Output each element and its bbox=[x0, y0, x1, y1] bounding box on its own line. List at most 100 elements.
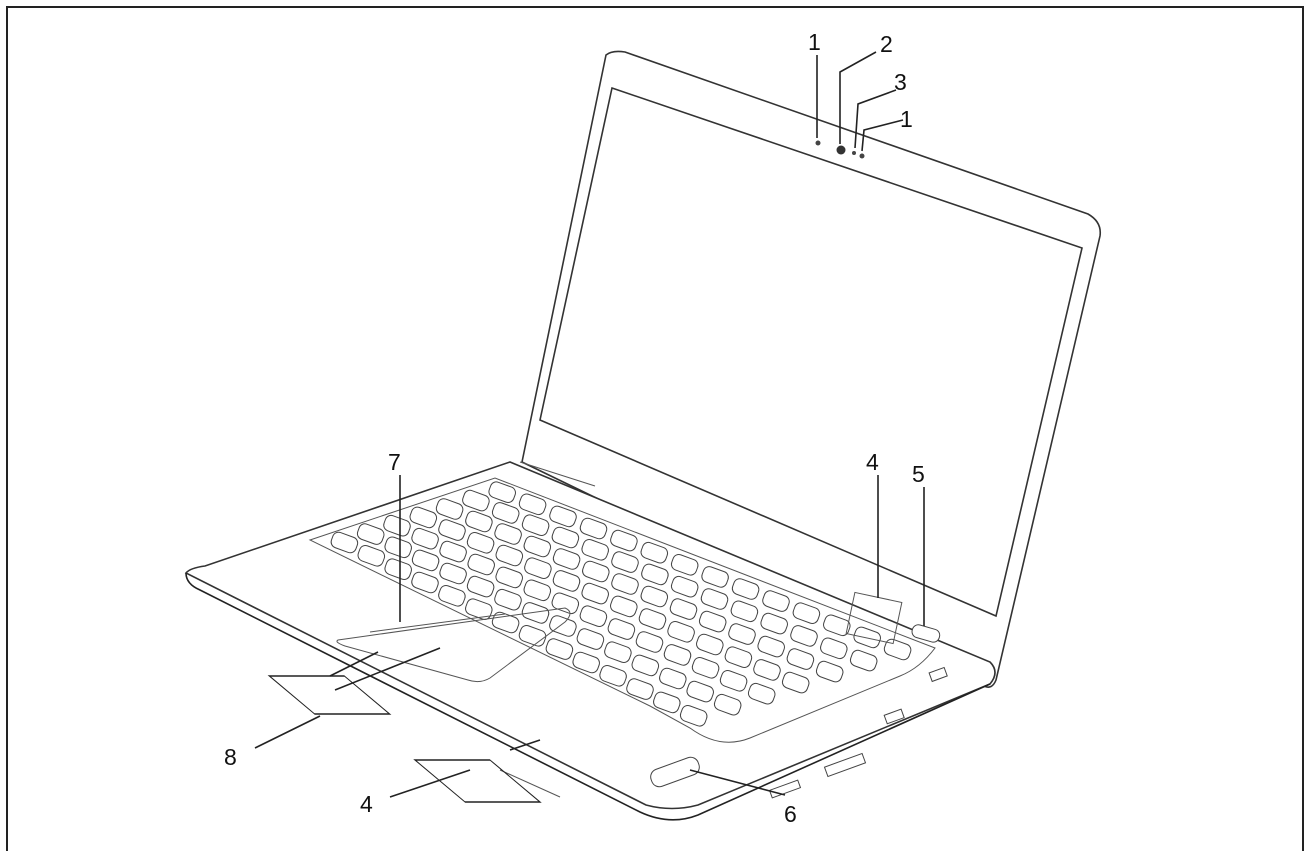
keyboard-key bbox=[698, 610, 727, 633]
keyboard-area bbox=[308, 477, 936, 743]
callout-box-8 bbox=[267, 675, 392, 715]
keyboard-key bbox=[853, 626, 881, 649]
keyboard-key bbox=[686, 680, 714, 703]
keyboard-key bbox=[356, 523, 385, 545]
keyboard-key bbox=[572, 651, 600, 674]
keyboard-key bbox=[611, 551, 639, 573]
keyboard-key bbox=[815, 660, 844, 683]
keyboard-key bbox=[384, 558, 412, 580]
keyboard-key bbox=[670, 554, 699, 576]
front-status-lights bbox=[499, 769, 561, 798]
keyboard-key bbox=[641, 563, 669, 586]
keyboard-key bbox=[604, 641, 632, 663]
keyboard-key bbox=[635, 631, 664, 653]
keyboard-key bbox=[411, 527, 439, 550]
webcam-icon bbox=[836, 145, 846, 155]
keyboard-key bbox=[439, 540, 467, 563]
callout-4-status-indicators: 4 bbox=[866, 449, 879, 475]
keyboard-key bbox=[611, 573, 639, 595]
keyboard-key bbox=[494, 588, 522, 611]
keyboard-key bbox=[667, 621, 695, 643]
microphone-right-icon bbox=[859, 153, 865, 159]
keyboard-key bbox=[581, 582, 609, 605]
keyboard-key bbox=[521, 514, 550, 536]
keyboard-key bbox=[719, 670, 748, 692]
keyboard-key bbox=[781, 671, 810, 694]
keyboard-key bbox=[551, 526, 580, 549]
keyboard-key bbox=[384, 536, 412, 559]
callout-box-4b bbox=[413, 759, 542, 803]
keyboard-key bbox=[579, 517, 608, 540]
keyboard-key bbox=[495, 544, 524, 567]
keyboard-key bbox=[610, 529, 638, 552]
keyboard-key bbox=[518, 493, 547, 516]
keyboard-key bbox=[820, 637, 848, 660]
keyboard-key bbox=[849, 649, 878, 672]
keyboard-key bbox=[670, 575, 699, 598]
card-slot-icon bbox=[768, 779, 802, 799]
keyboard-key bbox=[640, 585, 669, 608]
keyboard-key bbox=[549, 505, 577, 528]
keyboard-key bbox=[467, 553, 495, 576]
usb-c-port-icon bbox=[883, 708, 905, 725]
keyboard-key bbox=[728, 623, 756, 645]
keyboard-key bbox=[696, 633, 724, 656]
keyboard-key bbox=[523, 535, 552, 558]
callout-4-front-indicators: 4 bbox=[360, 791, 373, 817]
keyboard-key bbox=[438, 585, 466, 607]
microphone-left-icon bbox=[815, 140, 821, 146]
keyboard-key bbox=[731, 578, 760, 600]
keyboard-key bbox=[883, 638, 912, 661]
keyboard-key bbox=[631, 654, 660, 677]
callout-leaders bbox=[254, 51, 925, 803]
keyboard-key bbox=[700, 588, 729, 610]
keyboard-key bbox=[757, 635, 785, 658]
keyboard-key bbox=[576, 628, 605, 650]
keyboard-key bbox=[724, 646, 753, 668]
keyboard-key bbox=[701, 566, 729, 588]
callout-1-microphone-right: 1 bbox=[900, 106, 913, 132]
keyboard-key bbox=[491, 502, 520, 524]
keyboard-key bbox=[466, 532, 495, 554]
laptop-base bbox=[184, 461, 996, 821]
callout-5-power-button: 5 bbox=[912, 461, 925, 487]
power-button bbox=[911, 624, 941, 643]
keyboard-key bbox=[626, 678, 654, 700]
keyboard-key bbox=[762, 590, 790, 612]
keyboard-key bbox=[409, 506, 438, 529]
keyboard-key bbox=[581, 539, 609, 561]
keyboard-key bbox=[495, 566, 523, 589]
keyboard-key bbox=[330, 531, 359, 554]
keyboard-key bbox=[524, 557, 552, 579]
keyboard-key bbox=[521, 602, 550, 624]
keyboard-key bbox=[790, 625, 818, 647]
keyboard-key bbox=[579, 605, 608, 627]
touchpad-buttons bbox=[369, 613, 506, 633]
keyboard-key bbox=[610, 595, 638, 618]
keyboard-key bbox=[545, 638, 574, 660]
callout-2-webcam: 2 bbox=[880, 31, 893, 57]
callout-7-touchpad: 7 bbox=[388, 449, 401, 475]
keyboard-key bbox=[552, 548, 581, 570]
keyboard-key bbox=[679, 705, 708, 727]
callout-labels: 1 2 3 1 4 5 7 8 4 6 bbox=[224, 29, 925, 827]
keyboard-key bbox=[465, 598, 493, 620]
keyboard-key bbox=[659, 667, 687, 690]
keyboard-keys bbox=[330, 481, 912, 727]
keyboard-key bbox=[823, 614, 851, 637]
keyboard-key bbox=[691, 657, 720, 679]
keyboard-key bbox=[747, 682, 776, 705]
keyboard-key bbox=[438, 519, 466, 541]
keyboard-key bbox=[549, 615, 577, 637]
keyboard-key bbox=[411, 549, 440, 572]
keyboard-key bbox=[488, 481, 516, 503]
keyboard-key bbox=[357, 545, 386, 567]
callout-6-fingerprint: 6 bbox=[784, 801, 797, 827]
usb-port-icon bbox=[928, 666, 948, 683]
callout-3-webcam-light: 3 bbox=[894, 69, 907, 95]
keyboard-key bbox=[638, 608, 667, 630]
hdmi-port-icon bbox=[823, 752, 867, 778]
keyboard-key bbox=[494, 523, 522, 545]
keyboard-key bbox=[411, 571, 439, 594]
